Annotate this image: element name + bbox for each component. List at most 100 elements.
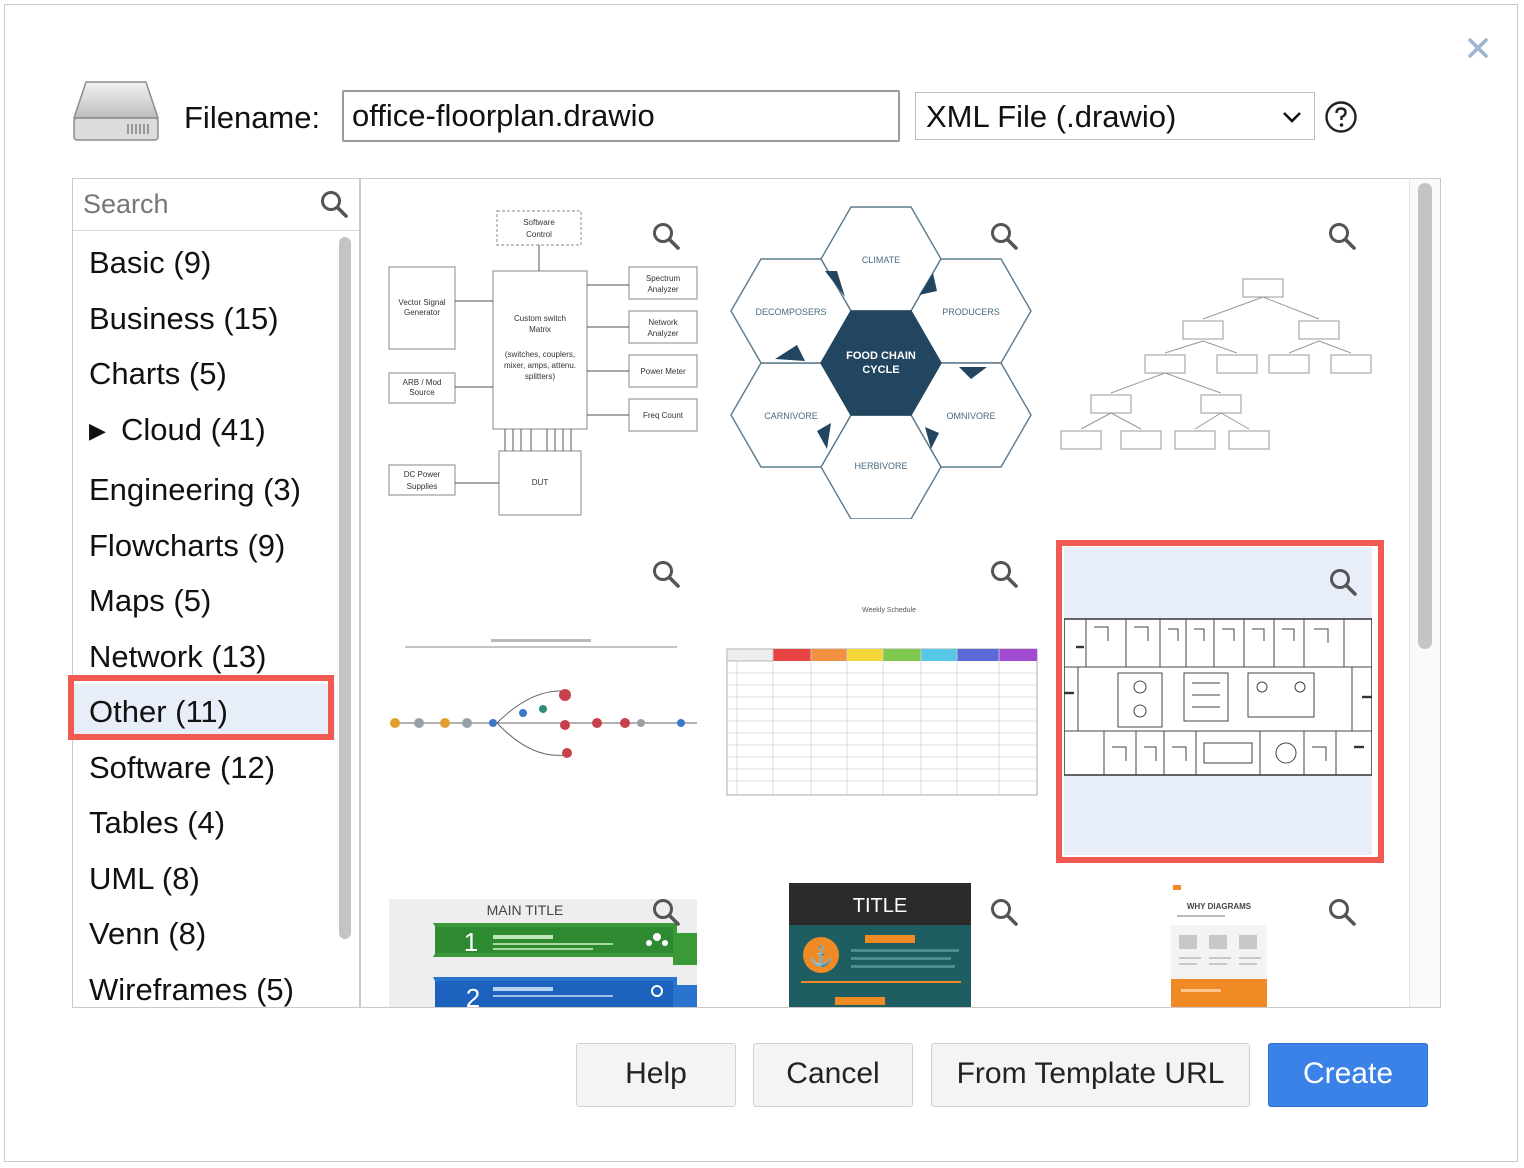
label-dut: DUT [532,478,549,487]
zoom-icon[interactable] [651,221,681,251]
label-title: TITLE [853,895,907,917]
template-grid-scrollbar[interactable] [1409,179,1440,1007]
label-main-title: MAIN TITLE [487,902,564,918]
file-format-select[interactable]: XML File (.drawio) [915,92,1315,140]
label-weekly-schedule: Weekly Schedule [862,607,916,614]
label-matrix-4: mixer, amps, attenu. [504,361,576,370]
zoom-icon[interactable] [1327,897,1357,927]
template-preview: Weekly Schedule [726,607,1038,796]
category-other[interactable]: Other (11) [73,684,335,740]
filename-input[interactable] [342,90,900,142]
category-wireframes[interactable]: Wireframes (5) [89,971,294,1007]
label-dc-power-2: Supplies [407,482,438,491]
chevron-down-icon [1283,112,1301,123]
label-step-1: 1 [464,927,478,957]
label-matrix-1: Custom switch [514,314,566,323]
label-step-2: 2 [466,983,480,1008]
label-vector-signal-2: Generator [404,308,440,317]
zoom-icon[interactable] [989,221,1019,251]
zoom-icon[interactable] [989,897,1019,927]
help-circle-icon[interactable] [1324,100,1358,134]
label-software-control-1: Software [523,218,555,227]
label-food-chain-2: CYCLE [862,364,899,376]
label-omnivore: OMNIVORE [946,411,995,421]
file-format-value: XML File (.drawio) [926,99,1177,134]
template-thumbnail-food-chain[interactable]: CLIMATE PRODUCERS OMNIVORE HERBIVORE CAR… [719,201,1039,519]
category-cloud[interactable]: ▶ Cloud (41) [73,402,335,458]
search-icon[interactable] [319,189,349,219]
template-thumbnail-test-setup[interactable]: Software Control Vector Signal Generator… [381,201,701,519]
label-carnivore: CARNIVORE [764,411,818,421]
zoom-icon[interactable] [651,559,681,589]
zoom-icon[interactable] [651,897,681,927]
label-arb-1: ARB / Mod [403,378,442,387]
template-thumbnail-office-floorplan[interactable] [1064,547,1372,855]
create-button[interactable]: Create [1268,1043,1428,1107]
hard-drive-icon [72,81,160,141]
label-arb-2: Source [409,388,435,397]
search-input[interactable] [73,179,313,229]
template-preview [390,639,697,758]
close-icon[interactable] [1463,33,1493,63]
label-freq-count: Freq Count [643,411,684,420]
zoom-icon[interactable] [1328,567,1358,597]
category-network[interactable]: Network (13) [89,638,267,674]
label-spectrum-1: Spectrum [646,274,681,283]
cancel-button[interactable]: Cancel [753,1043,913,1107]
template-preview: MAIN TITLE 1 2 [389,899,697,1008]
label-spectrum-2: Analyzer [647,285,678,294]
template-preview [1064,618,1372,776]
category-list: Basic (9) Business (15) Charts (5) ▶ Clou… [73,235,335,1007]
from-template-url-button[interactable]: From Template URL [931,1043,1250,1107]
sidebar-scroll-thumb[interactable] [339,237,351,939]
template-grid-scroll-thumb[interactable] [1418,183,1432,649]
zoom-icon[interactable] [989,559,1019,589]
category-cloud-label: Cloud (41) [121,411,266,447]
template-thumbnail-title-infographic[interactable]: TITLE ⚓ [719,877,1039,1007]
category-maps[interactable]: Maps (5) [89,583,212,618]
label-decomposers: DECOMPOSERS [755,307,826,317]
template-thumbnail-decision-tree[interactable] [1057,201,1377,519]
label-food-chain-1: FOOD CHAIN [846,350,916,362]
template-preview: CLIMATE PRODUCERS OMNIVORE HERBIVORE CAR… [730,206,1032,519]
label-producers: PRODUCERS [942,307,1000,317]
filename-label: Filename: [184,100,321,135]
template-preview [1060,278,1372,450]
category-business[interactable]: Business (15) [89,300,279,336]
category-tables[interactable]: Tables (4) [89,805,226,840]
template-preview: WHY DIAGRAMS [1171,885,1267,1007]
label-network-analyzer-1: Network [648,318,678,327]
template-preview: TITLE ⚓ [789,883,971,1007]
label-herbivore: HERBIVORE [854,461,907,471]
label-matrix-2: Matrix [529,325,551,334]
category-uml[interactable]: UML (8) [89,860,200,896]
label-matrix-5: splitters) [525,372,556,381]
label-matrix-3: (switches, couplers, [505,350,575,359]
search-box [73,179,359,231]
template-thumbnail-main-title[interactable]: MAIN TITLE 1 2 [381,877,701,1008]
zoom-icon[interactable] [1327,221,1357,251]
category-engineering[interactable]: Engineering (3) [89,472,301,507]
template-preview: Software Control Vector Signal Generator… [388,210,698,516]
template-grid: Software Control Vector Signal Generator… [360,178,1441,1008]
label-network-analyzer-2: Analyzer [647,329,678,338]
template-thumbnail-weekly-schedule[interactable]: Weekly Schedule [719,539,1039,857]
category-sidebar: Basic (9) Business (15) Charts (5) ▶ Clou… [72,178,360,1008]
category-flowcharts[interactable]: Flowcharts (9) [89,527,286,563]
label-power-meter: Power Meter [640,367,686,376]
help-button[interactable]: Help [576,1043,736,1107]
template-thumbnail-process-flow[interactable] [381,539,701,857]
sidebar-scrollbar[interactable] [337,237,353,997]
label-why-diagrams: WHY DIAGRAMS [1187,902,1252,911]
label-climate: CLIMATE [862,255,900,265]
category-basic[interactable]: Basic (9) [89,245,212,280]
expand-triangle-icon[interactable]: ▶ [89,417,106,443]
svg-text:⚓: ⚓ [809,944,834,968]
category-charts[interactable]: Charts (5) [89,356,227,391]
template-thumbnail-why-diagrams[interactable]: WHY DIAGRAMS [1057,877,1377,1007]
category-software[interactable]: Software (12) [89,749,276,785]
label-dc-power-1: DC Power [404,470,441,479]
label-vector-signal-1: Vector Signal [398,298,445,307]
category-venn[interactable]: Venn (8) [89,916,207,951]
label-software-control-2: Control [526,230,552,239]
